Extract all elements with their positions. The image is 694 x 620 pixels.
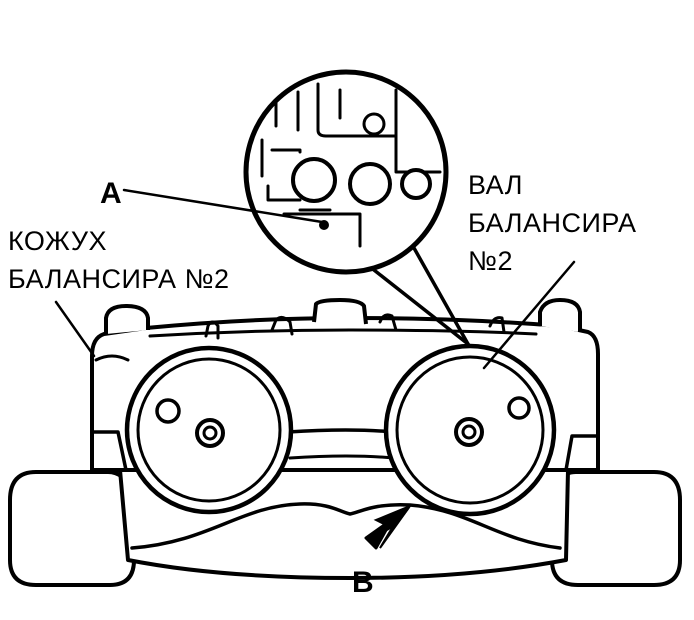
housing-label-line2: БАЛАНСИРА №2 bbox=[8, 264, 230, 294]
marker-a-label: A bbox=[100, 177, 122, 210]
arrow-b bbox=[364, 503, 413, 550]
magnified-detail-inset bbox=[243, 69, 470, 346]
right-balance-shaft-disc bbox=[383, 343, 557, 517]
right-support-block bbox=[550, 470, 682, 587]
shaft-label-line1: ВАЛ bbox=[468, 170, 523, 200]
left-balance-shaft-disc bbox=[124, 345, 294, 515]
inset-detail bbox=[260, 82, 442, 248]
leader-lines bbox=[54, 188, 576, 370]
housing-label-line1: КОЖУХ bbox=[8, 226, 107, 256]
marker-b-label: B bbox=[352, 566, 374, 599]
shaft-label-line2: БАЛАНСИРА bbox=[468, 208, 637, 238]
left-support-block bbox=[8, 470, 136, 587]
shaft-label-line3: №2 bbox=[468, 246, 513, 276]
